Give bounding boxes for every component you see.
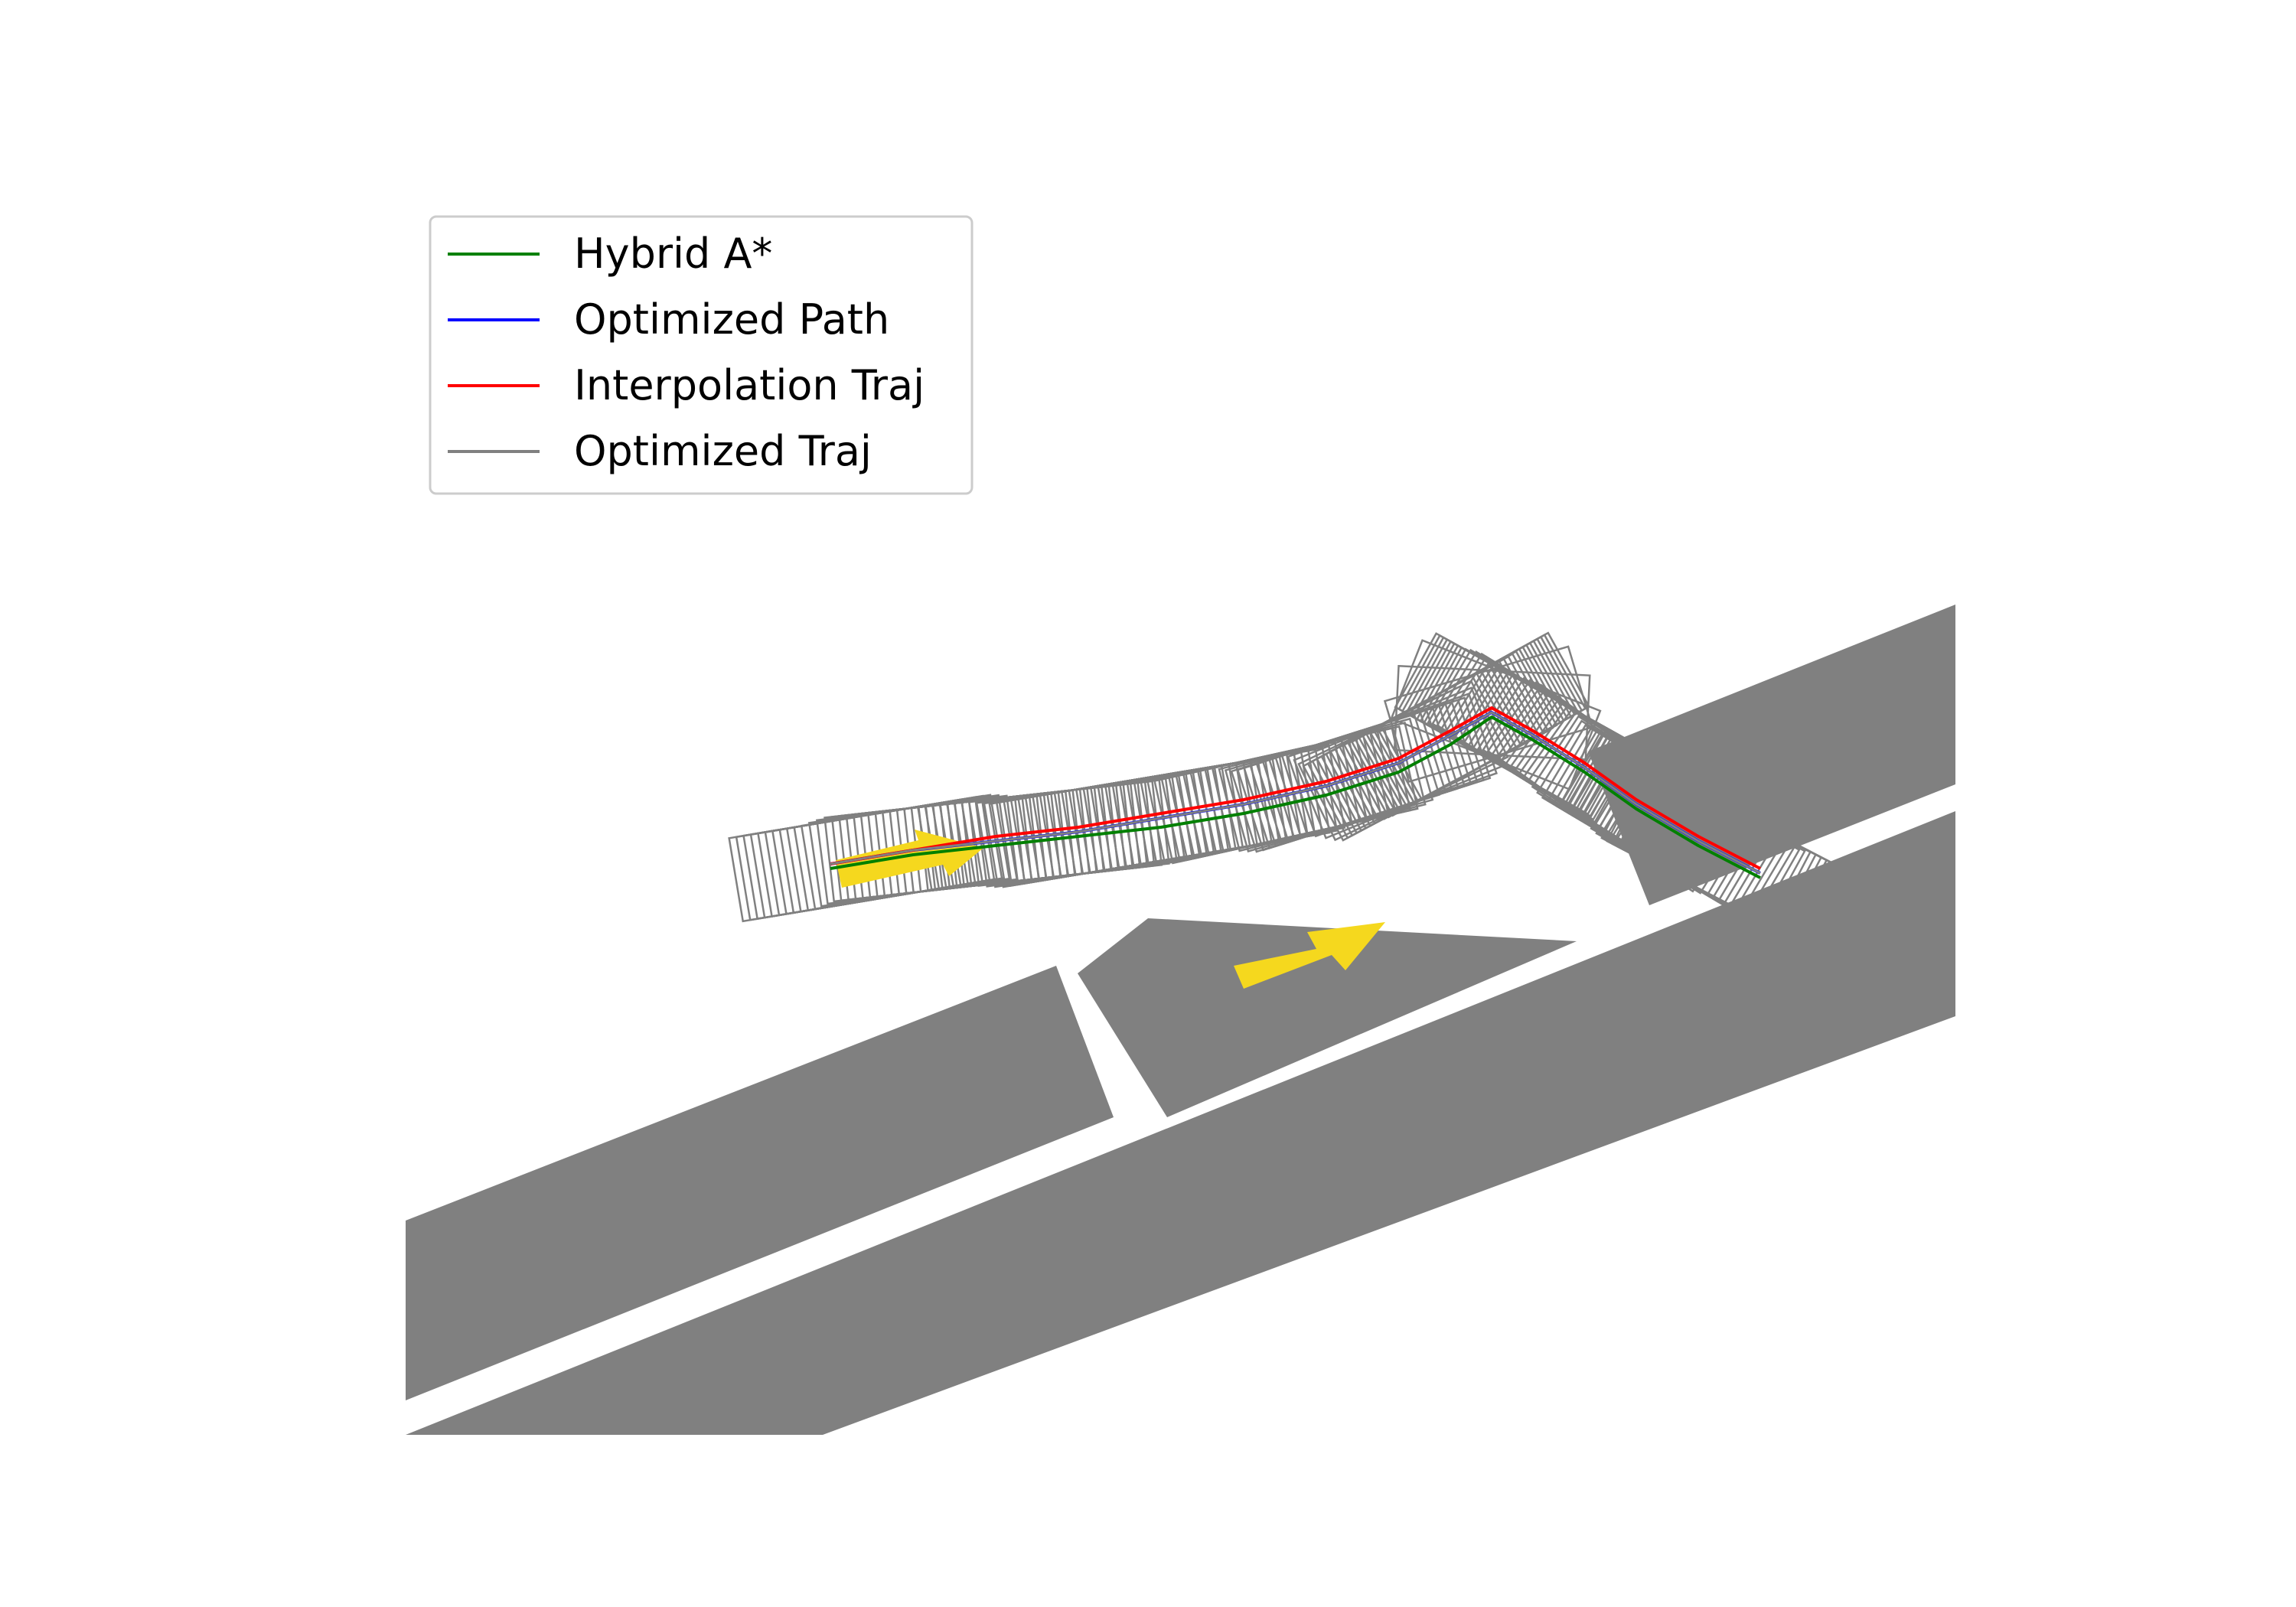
path-layer (830, 706, 1761, 879)
legend-label-optimized-path: Optimized Path (574, 295, 889, 344)
obstacle-layer (406, 605, 1955, 1435)
interpolation-traj-line (830, 706, 1761, 870)
vehicle-footprint-layer (728, 631, 1866, 957)
legend-frame (429, 215, 974, 495)
hybrid-a-line (830, 715, 1761, 879)
goal-arrow (1234, 922, 1385, 989)
optimized-traj-line (830, 711, 1761, 875)
legend-label-interpolation-traj: Interpolation Traj (574, 361, 925, 409)
legend-label-optimized-traj: Optimized Traj (574, 427, 872, 475)
legend-label-hybrid-a: Hybrid A* (574, 230, 772, 278)
footprint-outline (1655, 790, 1866, 957)
obstacle-lower-left-block (406, 966, 1114, 1400)
obstacle-center-block (1078, 918, 1577, 1117)
obstacle-long-strip (406, 811, 1955, 1435)
